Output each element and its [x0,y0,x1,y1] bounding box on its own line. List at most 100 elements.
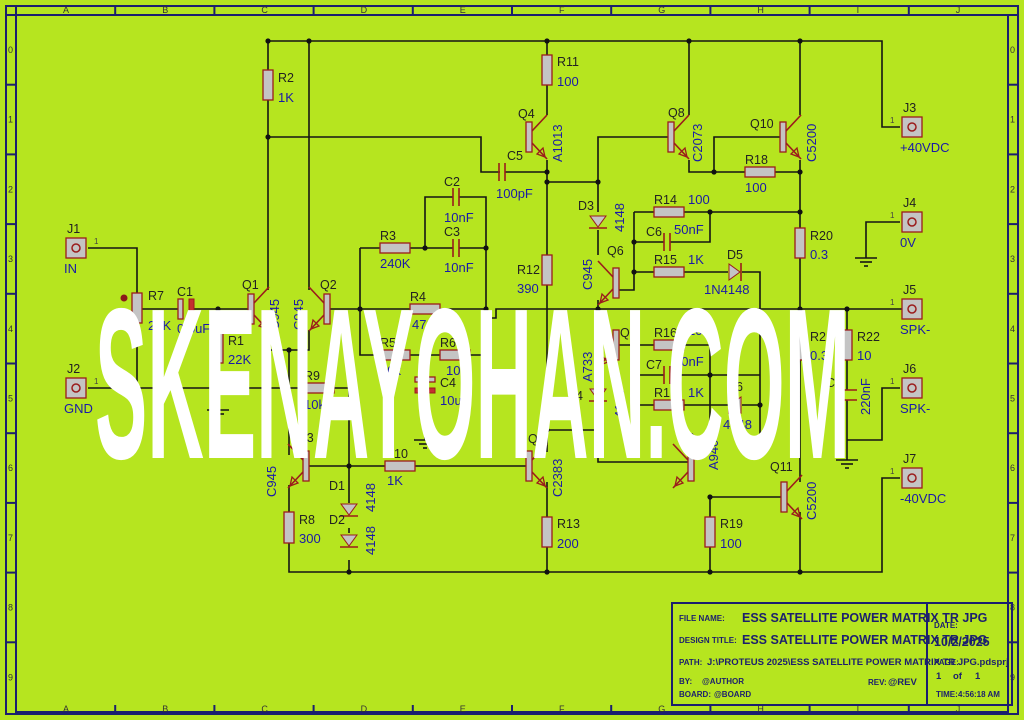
component-value: 1K [688,252,704,267]
component-ref: R5 [380,336,396,350]
component-value: 240K [380,256,411,271]
transistor-base-bar [612,267,620,299]
time: 4:56:18 AM [958,690,1000,699]
component-value: 1K [387,473,403,488]
component-value: 22K [228,352,251,367]
junction-dot [544,38,550,44]
collector-lead [253,286,270,304]
junction-dot [595,179,601,185]
component-value: 4148 [363,526,378,555]
resistor-body [379,349,411,361]
grid-column-label: C [261,5,268,15]
resistor-body [653,339,685,351]
junction-dot [797,38,803,44]
grid-column-label: I [857,704,860,714]
component-value: 100 [688,323,710,338]
capacitor-c1[interactable]: C10.5uF [177,285,210,336]
component-value: 220nF [858,378,873,415]
component-ref: C3 [444,225,460,239]
emitter-arrow-icon [310,318,321,331]
grid-column-label: E [460,5,466,15]
junction-dot [306,38,312,44]
junction-dot [544,169,550,175]
grid-column-label: D [361,5,368,15]
component-value: 100 [720,536,742,551]
collector-lead [287,443,304,461]
emitter-arrow-icon [599,292,610,305]
junction-dot [631,269,637,275]
resistor-body [303,382,335,394]
component-value: SPK- [900,322,930,337]
emitter-arrow-icon [674,475,685,488]
wire [713,136,783,172]
transistor-base-bar [687,450,695,482]
grid-row-label: 0 [8,45,13,55]
collector-lead [785,114,802,132]
connector-hole [907,217,917,227]
component-ref: D4 [567,389,583,403]
junction-dot [757,402,763,408]
grid-row-label: 0 [1010,45,1015,55]
component-ref: D3 [578,199,594,213]
resistor-body [541,254,553,286]
connector-hole [907,383,917,393]
component-value: SPK- [900,401,930,416]
component-ref: J3 [903,101,916,115]
component-ref: C6 [646,225,662,239]
